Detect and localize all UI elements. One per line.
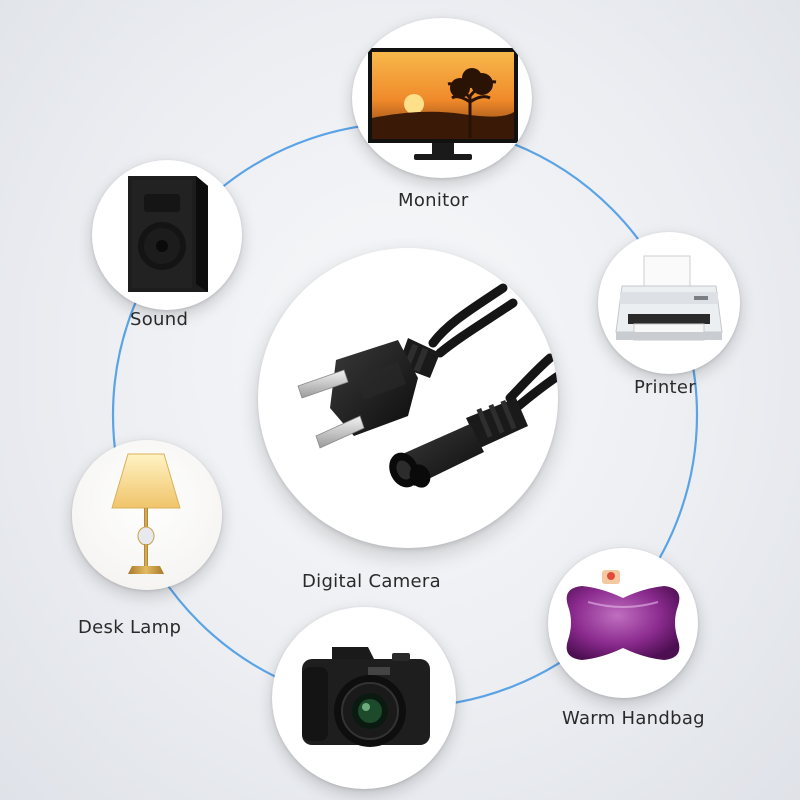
monitor-label: Monitor xyxy=(398,190,469,211)
speaker-icon xyxy=(128,176,208,292)
camera-icon xyxy=(302,647,430,747)
warm-handbag-label: Warm Handbag xyxy=(562,708,705,729)
printer-label: Printer xyxy=(634,377,696,398)
power-cord-icon xyxy=(297,283,558,488)
monitor-node xyxy=(352,18,532,178)
power-cord-image xyxy=(258,248,558,548)
printer-node xyxy=(598,232,740,374)
sound-label: Sound xyxy=(130,309,189,330)
sound-node xyxy=(92,160,242,310)
warm-handbag-node xyxy=(548,548,698,698)
monitor-icon xyxy=(368,48,518,160)
desk-lamp-label: Desk Lamp xyxy=(78,617,182,638)
desk-lamp-node xyxy=(72,440,222,590)
desk-lamp-icon xyxy=(111,453,181,574)
digital-camera-node xyxy=(272,607,456,789)
hot-water-bag-icon xyxy=(566,570,680,660)
digital-camera-label: Digital Camera xyxy=(302,571,441,592)
printer-icon xyxy=(615,255,723,341)
